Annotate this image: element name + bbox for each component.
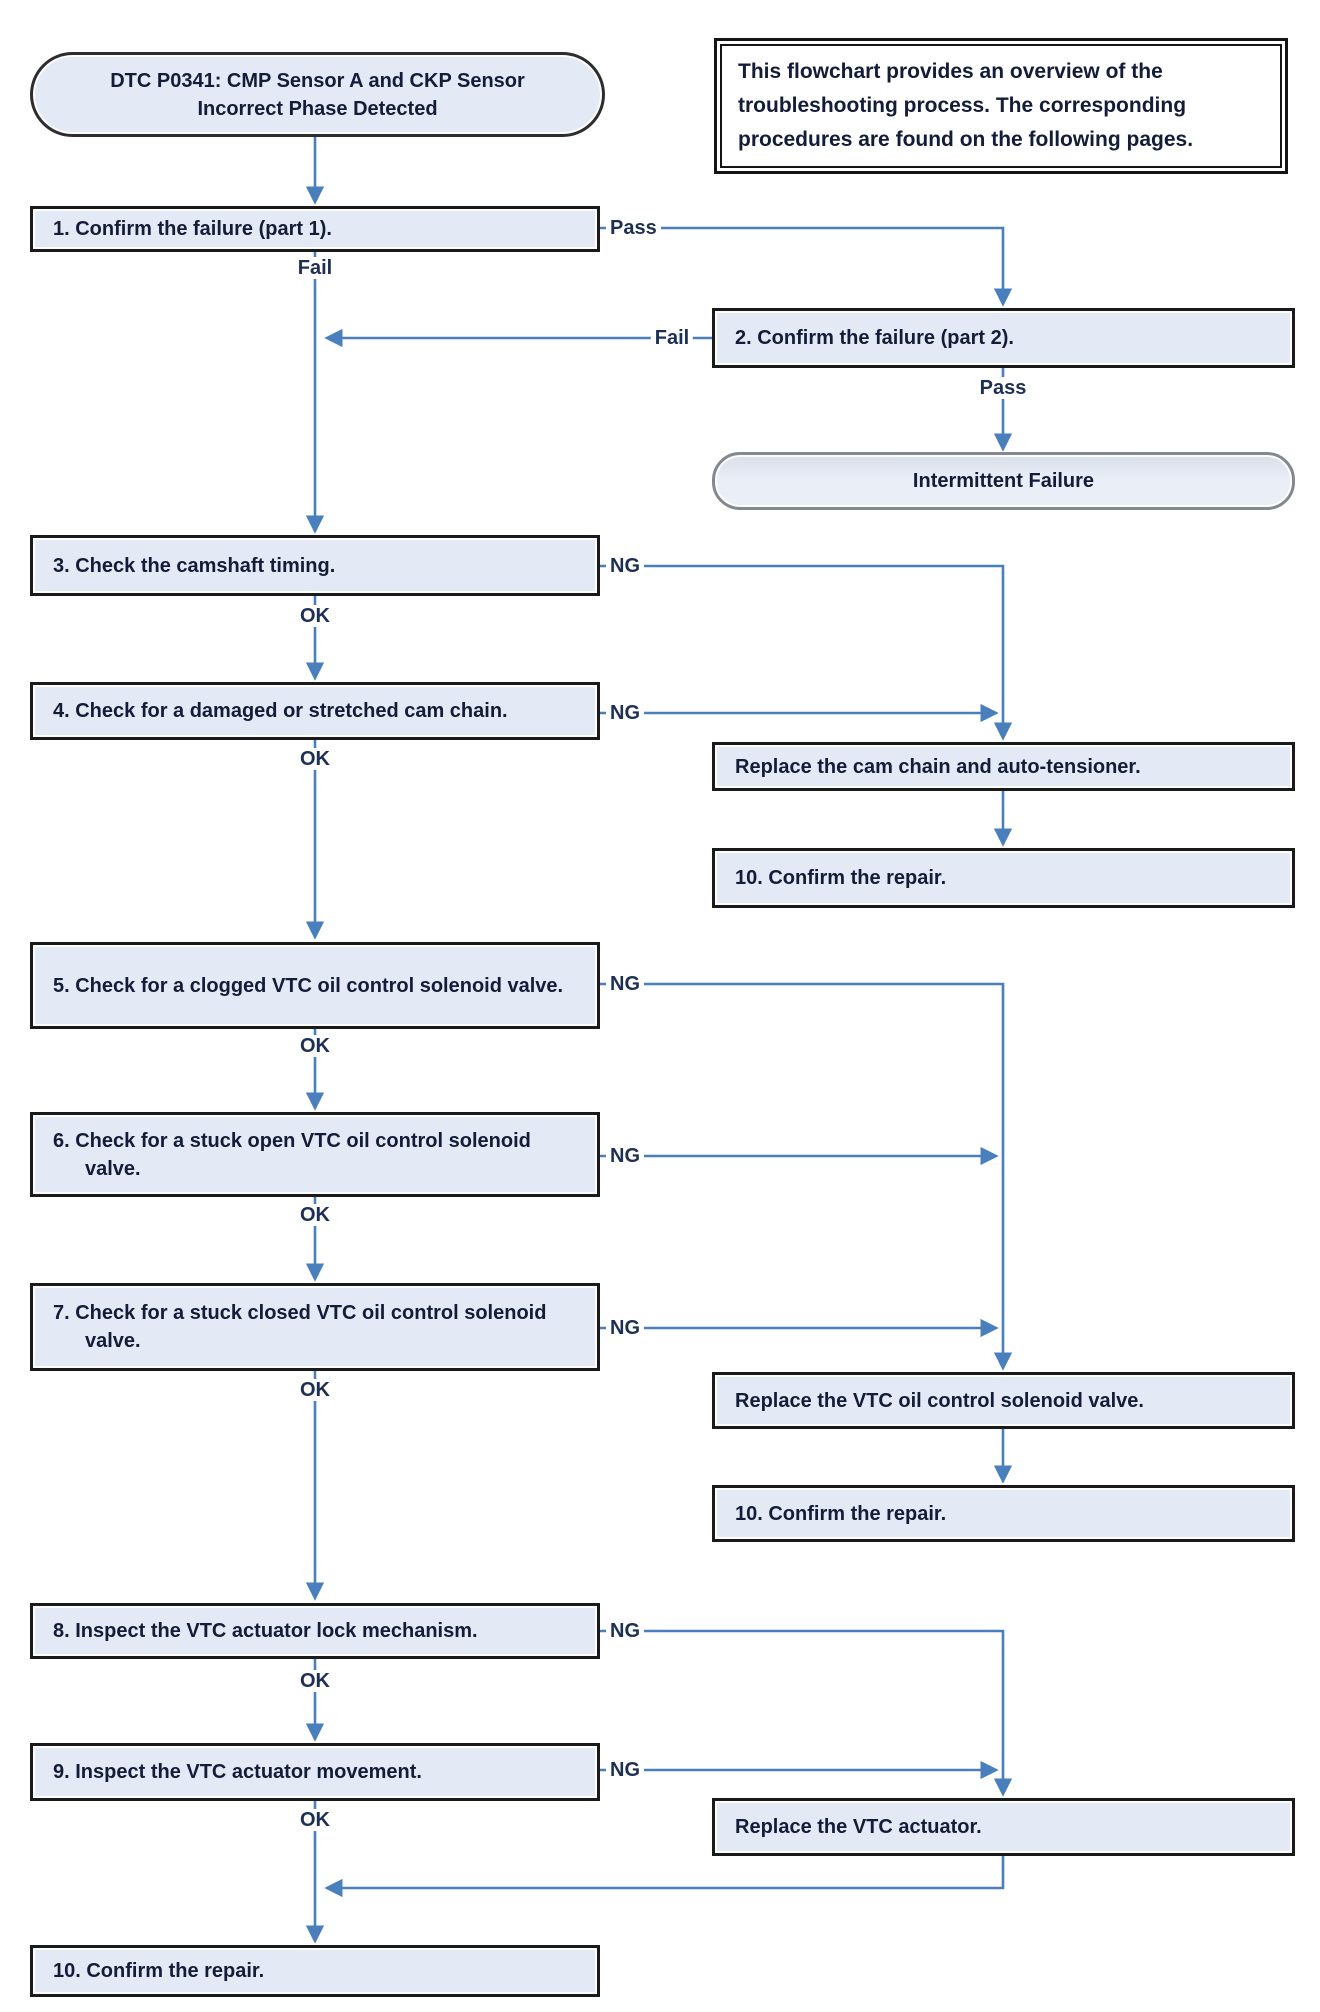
node-step7: 7. Check for a stuck closed VTC oil cont…	[30, 1283, 600, 1371]
edge-step3-ng-to-replace-cam-chain	[600, 564, 1013, 741]
edge-step5-ng-to-replace-solenoid	[600, 982, 1013, 1371]
edge-label-fail2: Fail	[650, 327, 694, 349]
edge-label-pass2: Pass	[975, 377, 1031, 399]
node-step6: 6. Check for a stuck open VTC oil contro…	[30, 1112, 600, 1197]
edge-label-ng6: NG	[606, 1145, 644, 1167]
edge-label-ng7: NG	[606, 1317, 644, 1339]
edge-step8-ng-to-replace-actuator	[600, 1629, 1013, 1797]
edge-step1-pass-to-step2	[600, 226, 1013, 307]
node-intermittent-failure: Intermittent Failure	[712, 452, 1295, 510]
edge-label-ng5: NG	[606, 973, 644, 995]
node-step4: 4. Check for a damaged or stretched cam …	[30, 682, 600, 740]
node-replace-cam-chain: Replace the cam chain and auto-tensioner…	[712, 742, 1295, 791]
edge-label-ng3: NG	[606, 555, 644, 577]
node-confirm-repair-c: 10. Confirm the repair.	[30, 1945, 600, 1997]
node-title: DTC P0341: CMP Sensor A and CKP Sensor I…	[30, 52, 605, 137]
edge-label-ok9: OK	[296, 1809, 334, 1831]
edge-label-ok4: OK	[296, 748, 334, 770]
node-confirm-repair-a: 10. Confirm the repair.	[712, 848, 1295, 908]
node-confirm-repair-b: 10. Confirm the repair.	[712, 1485, 1295, 1542]
edge-label-ok8: OK	[296, 1670, 334, 1692]
edge-label-ok3: OK	[296, 605, 334, 627]
node-step3: 3. Check the camshaft timing.	[30, 535, 600, 596]
edge-label-ok5: OK	[296, 1035, 334, 1057]
edge-label-ok6: OK	[296, 1204, 334, 1226]
edge-replace-actuator-return	[324, 1856, 1005, 1898]
node-step2: 2. Confirm the failure (part 2).	[712, 308, 1295, 368]
node-replace-actuator: Replace the VTC actuator.	[712, 1798, 1295, 1856]
edge-label-ok7: OK	[296, 1379, 334, 1401]
note-text: This flowchart provides an overview of t…	[738, 60, 1194, 151]
node-replace-solenoid: Replace the VTC oil control solenoid val…	[712, 1372, 1295, 1429]
node-step8: 8. Inspect the VTC actuator lock mechani…	[30, 1603, 600, 1659]
node-step9: 9. Inspect the VTC actuator movement.	[30, 1743, 600, 1801]
edge-label-fail1: Fail	[293, 257, 337, 279]
node-step5: 5. Check for a clogged VTC oil control s…	[30, 942, 600, 1029]
edge-label-ng9: NG	[606, 1759, 644, 1781]
edge-label-ng8: NG	[606, 1620, 644, 1642]
edge-label-pass1: Pass	[606, 217, 661, 239]
node-title-label: DTC P0341: CMP Sensor A and CKP Sensor I…	[110, 69, 525, 120]
edge-label-ng4: NG	[606, 702, 644, 724]
node-step1: 1. Confirm the failure (part 1).	[30, 206, 600, 252]
note-box: This flowchart provides an overview of t…	[714, 38, 1288, 174]
